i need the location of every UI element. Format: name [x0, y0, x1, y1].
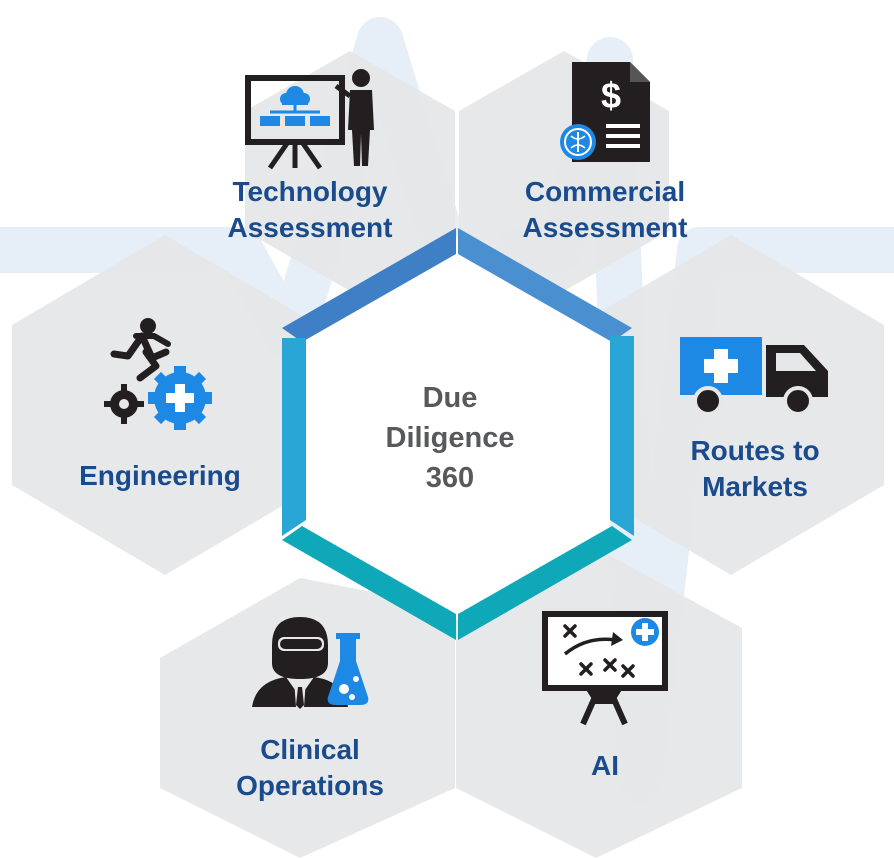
strategy-board-icon [542, 611, 668, 726]
ring-top-left [282, 228, 456, 342]
label-routes-to-markets: Routes to Markets [660, 433, 850, 505]
ring-right [610, 336, 634, 536]
center-title-line-1: Due [422, 382, 478, 414]
center-title-line-3: 360 [425, 462, 475, 494]
hex-clinical [160, 578, 455, 858]
center-hex [304, 236, 610, 620]
center-title: Due Diligence 360 [350, 378, 550, 498]
label-commercial-line-2: Assessment [522, 212, 688, 243]
label-engineering: Engineering [60, 458, 260, 494]
runner-gears-icon [104, 318, 212, 430]
ring-bottom-left [282, 526, 456, 640]
invoice-dollar-icon: $ [560, 62, 650, 162]
ring-left [282, 338, 306, 536]
presentation-cloud-icon [245, 69, 374, 170]
label-technology-line-2: Assessment [227, 212, 393, 243]
label-routes-line-2: Markets [702, 471, 808, 502]
label-ai: AI [555, 748, 655, 784]
hex-routes [578, 235, 884, 575]
ambulance-truck-icon [680, 337, 828, 416]
label-ai-text: AI [591, 750, 619, 781]
label-clinical-line-2: Operations [236, 770, 384, 801]
label-commercial-line-1: Commercial [524, 176, 686, 207]
label-technology-assessment: Technology Assessment [205, 174, 415, 246]
scientist-flask-icon [252, 617, 369, 709]
ring-bottom-right [458, 526, 632, 640]
center-title-line-2: Diligence [385, 422, 515, 454]
svg-text:$: $ [601, 75, 621, 116]
label-engineering-text: Engineering [79, 460, 241, 491]
label-clinical-operations: Clinical Operations [205, 732, 415, 804]
label-routes-line-1: Routes to [690, 435, 820, 466]
ring-top-right [458, 228, 632, 342]
label-clinical-line-1: Clinical [260, 734, 360, 765]
label-commercial-assessment: Commercial Assessment [500, 174, 710, 246]
label-technology-line-1: Technology [232, 176, 388, 207]
